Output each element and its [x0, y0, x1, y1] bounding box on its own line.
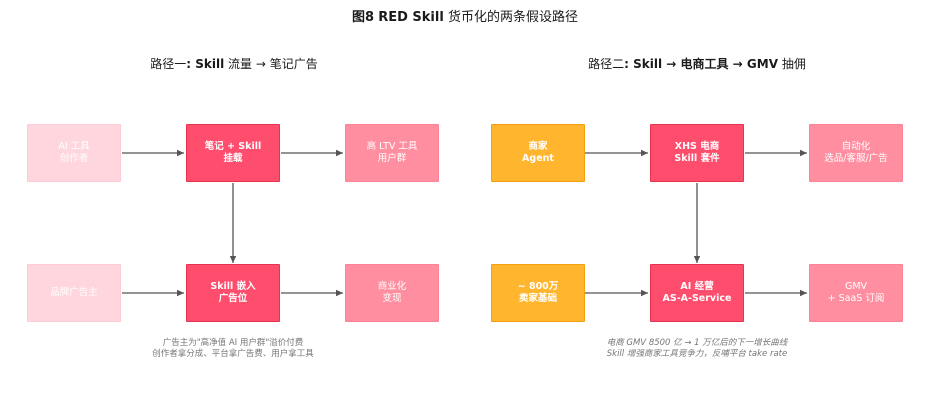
- box-note-skill-label: 笔记 + Skill 挂载: [204, 141, 262, 164]
- right-path-note: 电商 GMV 8500 亿 → 1 万亿后的下一增长曲线 Skill 增强商家工…: [547, 338, 847, 360]
- right-path-title-bold: : Skill → 电商工具 → GMV: [624, 57, 778, 71]
- box-note-skill: 笔记 + Skill 挂载: [186, 124, 280, 182]
- box-skill-ad-label: Skill 嵌入 广告位: [210, 281, 256, 304]
- right-path-note-line-1: 电商 GMV 8500 亿 → 1 万亿后的下一增长曲线: [606, 338, 788, 348]
- box-merchant-agent-label: 商家 Agent: [522, 141, 554, 164]
- box-gmv-saas: GMV + SaaS 订阅: [809, 264, 903, 322]
- figure-title-bold: RED Skill: [378, 10, 444, 25]
- left-path-note-line-2: 创作者拿分成、平台拿广告费、用户拿工具: [152, 349, 314, 359]
- box-merchant-agent: 商家 Agent: [491, 124, 585, 182]
- left-path-title-bold: : Skill: [186, 57, 225, 71]
- box-skill-ad: Skill 嵌入 广告位: [186, 264, 280, 322]
- box-gmv-saas-label: GMV + SaaS 订阅: [827, 281, 885, 304]
- figure-title-prefix: 图8: [352, 10, 375, 25]
- box-brand-advertiser: 品牌广告主: [27, 264, 121, 322]
- box-ai-creator: AI 工具 创作者: [27, 124, 121, 182]
- box-sellers-label: ~ 800万 卖家基础: [517, 281, 559, 304]
- box-automation-label: 自动化 选品/客服/广告: [824, 141, 888, 164]
- left-path-note-line-1: 广告主为"高净值 AI 用户群"溢价付费: [162, 338, 304, 348]
- left-path-note: 广告主为"高净值 AI 用户群"溢价付费 创作者拿分成、平台拿广告费、用户拿工具: [83, 338, 383, 360]
- right-path-title-rest: 抽佣: [781, 57, 806, 71]
- box-ai-ops: AI 经营 AS-A-Service: [650, 264, 744, 322]
- right-path-title: 路径二: Skill → 电商工具 → GMV 抽佣: [487, 55, 907, 72]
- box-commercial-label: 商业化 变现: [377, 281, 407, 304]
- box-high-ltv-label: 高 LTV 工具 用户群: [366, 141, 418, 164]
- box-automation: 自动化 选品/客服/广告: [809, 124, 903, 182]
- right-path-note-line-2: Skill 增强商家工具竞争力，反哺平台 take rate: [606, 349, 788, 359]
- box-commercial: 商业化 变现: [345, 264, 439, 322]
- box-high-ltv: 高 LTV 工具 用户群: [345, 124, 439, 182]
- box-ai-creator-label: AI 工具 创作者: [58, 141, 90, 164]
- figure-title-suffix: 货币化的两条假设路径: [447, 10, 578, 25]
- box-ai-ops-label: AI 经营 AS-A-Service: [662, 281, 732, 304]
- box-xhs-skill-label: XHS 电商 Skill 套件: [674, 141, 720, 164]
- left-path-title-rest: 流量 → 笔记广告: [228, 57, 318, 71]
- box-brand-advertiser-label: 品牌广告主: [50, 287, 98, 298]
- box-xhs-skill: XHS 电商 Skill 套件: [650, 124, 744, 182]
- figure-title: 图8 RED Skill 货币化的两条假设路径: [0, 6, 930, 25]
- box-sellers: ~ 800万 卖家基础: [491, 264, 585, 322]
- left-path-title-prefix: 路径一: [150, 57, 187, 71]
- right-path-title-prefix: 路径二: [588, 57, 625, 71]
- left-path-title: 路径一: Skill 流量 → 笔记广告: [24, 55, 444, 72]
